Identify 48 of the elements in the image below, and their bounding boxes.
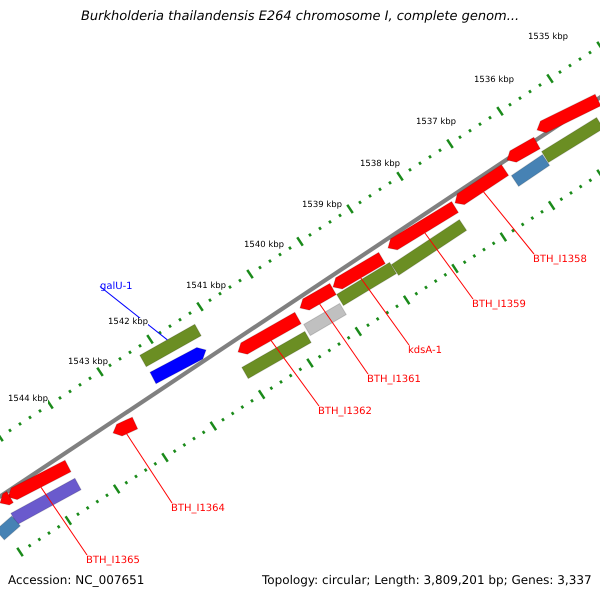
footer-text: Topology: circular; Length: 3,809,201 bp; Genes: 3,337	[262, 574, 592, 588]
gene-label: BTH_I1361	[367, 374, 421, 385]
gene-feature	[332, 252, 386, 290]
leader-line	[319, 304, 368, 374]
gene-feature	[540, 116, 600, 164]
scale-label: 1543 kbp	[68, 358, 108, 368]
gene-label: kdsA-1	[408, 345, 442, 356]
gene-feature	[390, 218, 468, 276]
scale-label: 1539 kbp	[302, 201, 342, 210]
leader-line	[360, 278, 410, 346]
gene-feature	[7, 460, 72, 500]
scale-label: 1540 kbp	[244, 241, 284, 250]
gene-label: BTH_I1359	[472, 299, 526, 310]
gene-feature	[0, 490, 14, 506]
gene-feature	[506, 136, 541, 163]
gene-feature	[336, 262, 398, 306]
scale-label: 1542 kbp	[108, 318, 148, 328]
scale-label: 1536 kbp	[474, 76, 514, 86]
gene-label: BTH_I1364	[171, 503, 225, 514]
scale-label: 1538 kbp	[360, 160, 400, 170]
leader-line	[483, 191, 534, 254]
footer-text: Accession: NC_007651	[8, 574, 144, 588]
gene-feature	[454, 164, 510, 206]
gene-feature	[149, 346, 207, 384]
gene-feature	[241, 330, 312, 380]
leader-line	[126, 433, 172, 504]
gene-label: BTH_I1362	[318, 406, 372, 417]
gene-feature	[303, 302, 347, 336]
gene-feature	[510, 154, 550, 188]
leader-line	[100, 286, 168, 340]
gene-feature	[299, 282, 337, 311]
scale-label: 1537 kbp	[416, 118, 456, 128]
scale-label: 1535 kbp	[528, 33, 568, 42]
gene-feature	[0, 515, 21, 541]
gene-feature	[387, 200, 460, 250]
scale-label: 1541 kbp	[186, 282, 226, 292]
gene-feature	[112, 416, 138, 437]
gene-feature	[237, 312, 302, 355]
gene-feature	[536, 94, 600, 134]
gene-label: BTH_I1358	[533, 254, 587, 265]
leader-line	[40, 486, 88, 556]
gene-label: galU-1	[100, 281, 133, 292]
leader-line	[270, 340, 320, 406]
leader-line	[424, 232, 474, 300]
diagram-title: Burkholderia thailandensis E264 chromosome I, complete genom...	[81, 10, 520, 24]
gene-feature	[10, 478, 82, 526]
gene-label: BTH_I1365	[86, 555, 140, 566]
scale-label: 1544 kbp	[8, 395, 48, 404]
